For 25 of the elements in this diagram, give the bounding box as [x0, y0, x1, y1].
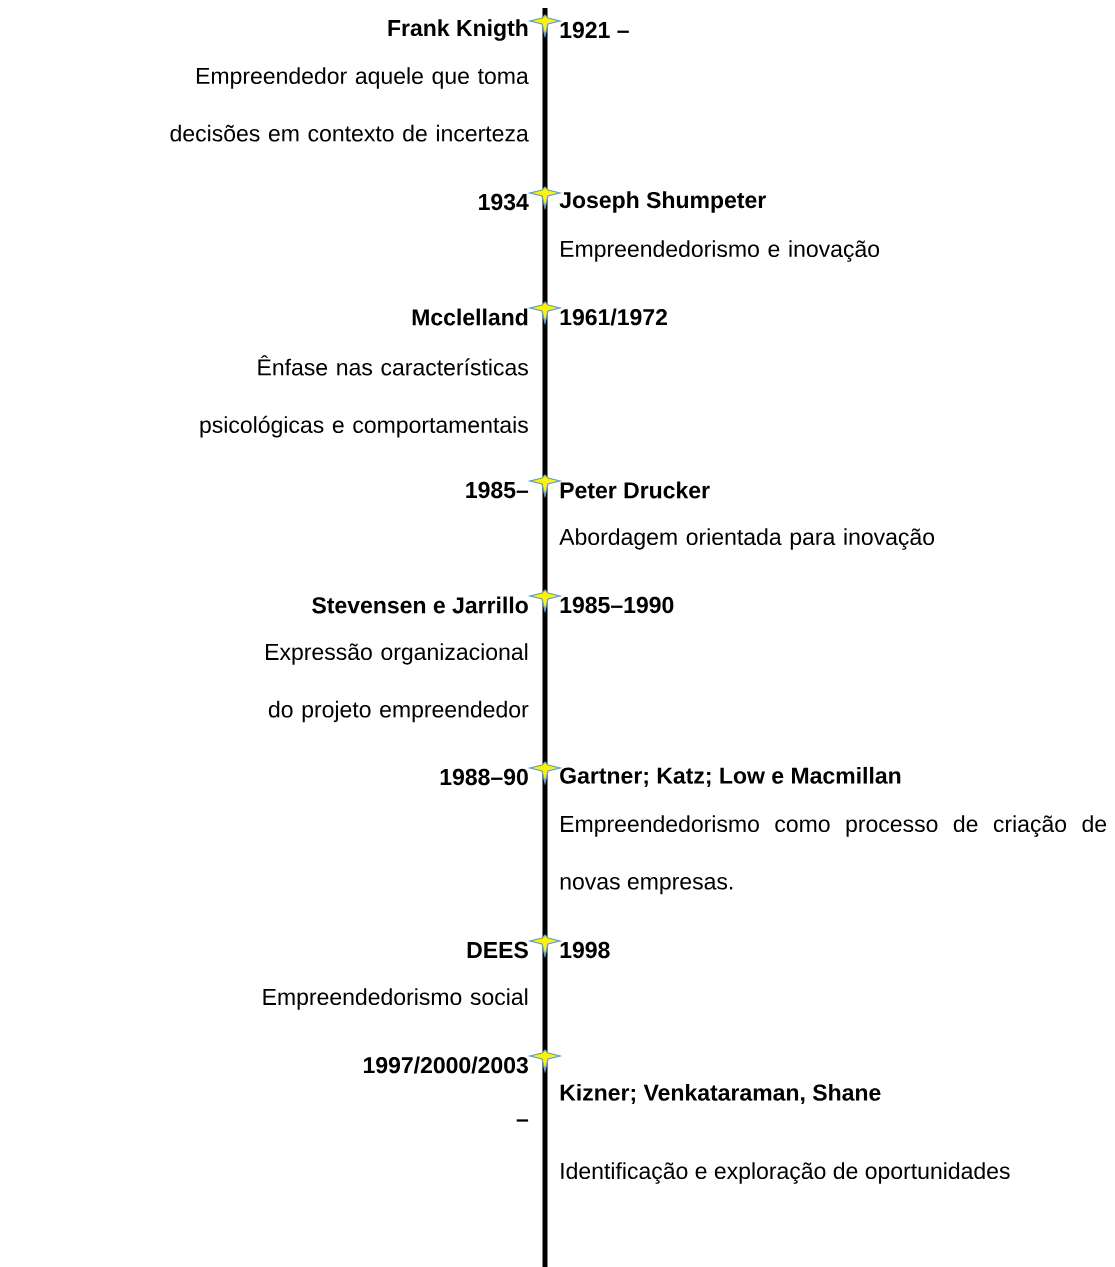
timeline-heading: Kizner; Venkataraman, Shane — [560, 1083, 881, 1105]
timeline-heading: Joseph Shumpeter — [559, 191, 766, 213]
description-text: Empreendedorismo social — [263, 988, 528, 1010]
timeline-heading: 1985– — [466, 481, 529, 499]
timeline-heading: 1988–90 — [440, 768, 528, 786]
description-text: Empreendedorismo e inovação — [561, 240, 880, 262]
timeline-heading: 1997/2000/2003 — [363, 1056, 528, 1074]
description-text: Ênfase nas características psicológicas e comportamentais — [200, 355, 528, 438]
timeline-heading: 1961/1972 — [560, 308, 667, 326]
timeline-heading: 1934 — [479, 193, 529, 211]
description-text: Empreendedor aquele que toma decisões em contexto de incerteza — [170, 67, 529, 142]
description-text: Expressão organizacional do projeto empreendedor — [266, 643, 529, 723]
timeline-heading: Frank Knigth — [388, 19, 528, 41]
timeline-heading: Stevensen e Jarrillo — [312, 596, 528, 614]
description-text: Empreendedorismo como processo de criação de novas empresas. — [560, 815, 1107, 895]
timeline-heading: – — [516, 1119, 529, 1122]
timeline-heading: 1985–1990 — [560, 596, 674, 614]
timeline-heading: 1921 – — [560, 21, 629, 39]
description-text: Identificação e exploração de oportunidades — [561, 1162, 1010, 1184]
timeline-heading: Mcclelland — [412, 308, 528, 326]
timeline-heading: DEES — [467, 941, 528, 959]
description-text: Abordagem orientada para inovação — [559, 528, 935, 550]
timeline-heading: Peter Drucker — [560, 481, 710, 499]
timeline-heading: 1998 — [560, 941, 610, 959]
timeline-heading: Gartner; Katz; Low e Macmillan — [560, 766, 901, 788]
